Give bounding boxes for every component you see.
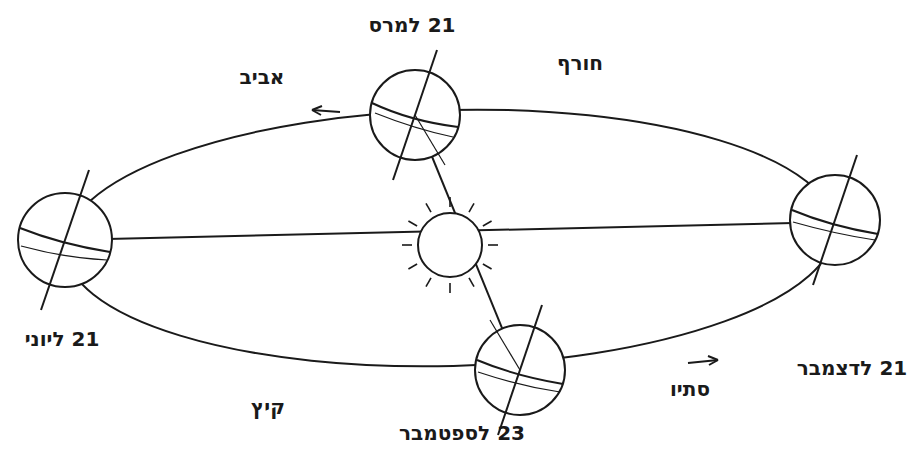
- earth-symbol: [370, 50, 460, 180]
- direction-arrow: [688, 356, 718, 365]
- earth-symbol: [18, 170, 112, 310]
- date-label: 21 ליוני: [25, 328, 100, 350]
- earth-symbol: [475, 305, 565, 435]
- season-label: אביב: [240, 66, 285, 88]
- season-label: סתיו: [670, 378, 710, 400]
- date-label: 21 למרס: [368, 14, 455, 36]
- date-label: 23 לספטמבר: [399, 422, 525, 444]
- season-label: קיץ: [251, 396, 285, 418]
- date-label: 21 לדצמבר: [797, 357, 907, 379]
- season-label: חורף: [557, 52, 603, 74]
- sun-symbol: [402, 197, 498, 293]
- earth-symbol: [790, 155, 880, 285]
- direction-arrow: [312, 106, 340, 115]
